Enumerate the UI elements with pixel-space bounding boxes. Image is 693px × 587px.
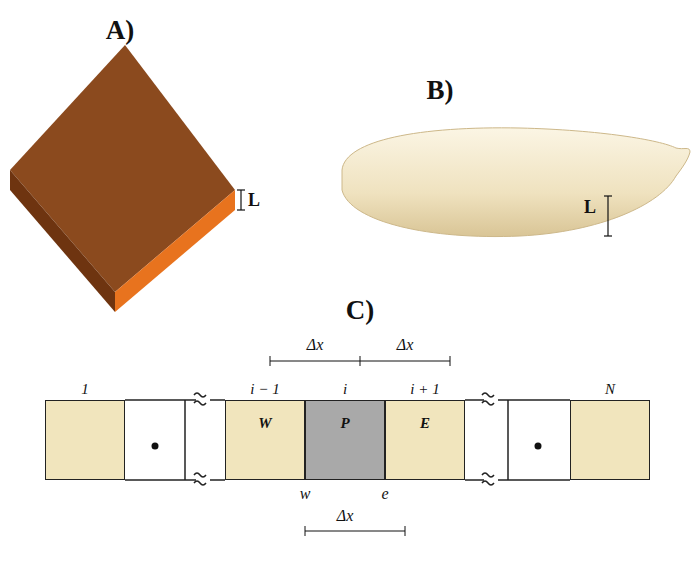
grid-cell: N [570, 380, 650, 480]
dimension-label: L [584, 198, 596, 216]
grid-outline [125, 393, 570, 485]
cell-index: i [305, 382, 385, 397]
cell-square [225, 400, 305, 480]
slab-figure [10, 45, 235, 312]
grid-cell: i − 1 W [225, 380, 305, 480]
cell-square [45, 400, 125, 480]
dimension-label: Δx [397, 337, 414, 353]
dimension-label: Δx [337, 508, 354, 524]
cell-letter: W [225, 416, 305, 431]
cell-letter: E [385, 416, 465, 431]
grid-cell: i + 1 E [385, 380, 465, 480]
dimension-label: Δx [307, 337, 324, 353]
cell-square [305, 400, 385, 480]
cell-square [385, 400, 465, 480]
cell-index: i + 1 [385, 382, 465, 397]
cell-index: N [570, 382, 650, 397]
dimension-label: L [248, 191, 260, 209]
face-label: e [381, 486, 388, 502]
grid-cell: 1 [45, 380, 125, 480]
panel-label: C) [346, 297, 375, 324]
panel-label: B) [427, 77, 454, 104]
grid-cell: iP [305, 380, 385, 480]
cell-index: 1 [45, 382, 125, 397]
panel-label: A) [106, 17, 135, 44]
cell-index: i − 1 [225, 382, 305, 397]
thickness-marker [604, 196, 612, 236]
cell-letter: P [305, 416, 385, 431]
face-label: w [300, 486, 311, 502]
thickness-marker [237, 190, 245, 210]
cell-square [570, 400, 650, 480]
grain-figure [342, 128, 690, 237]
